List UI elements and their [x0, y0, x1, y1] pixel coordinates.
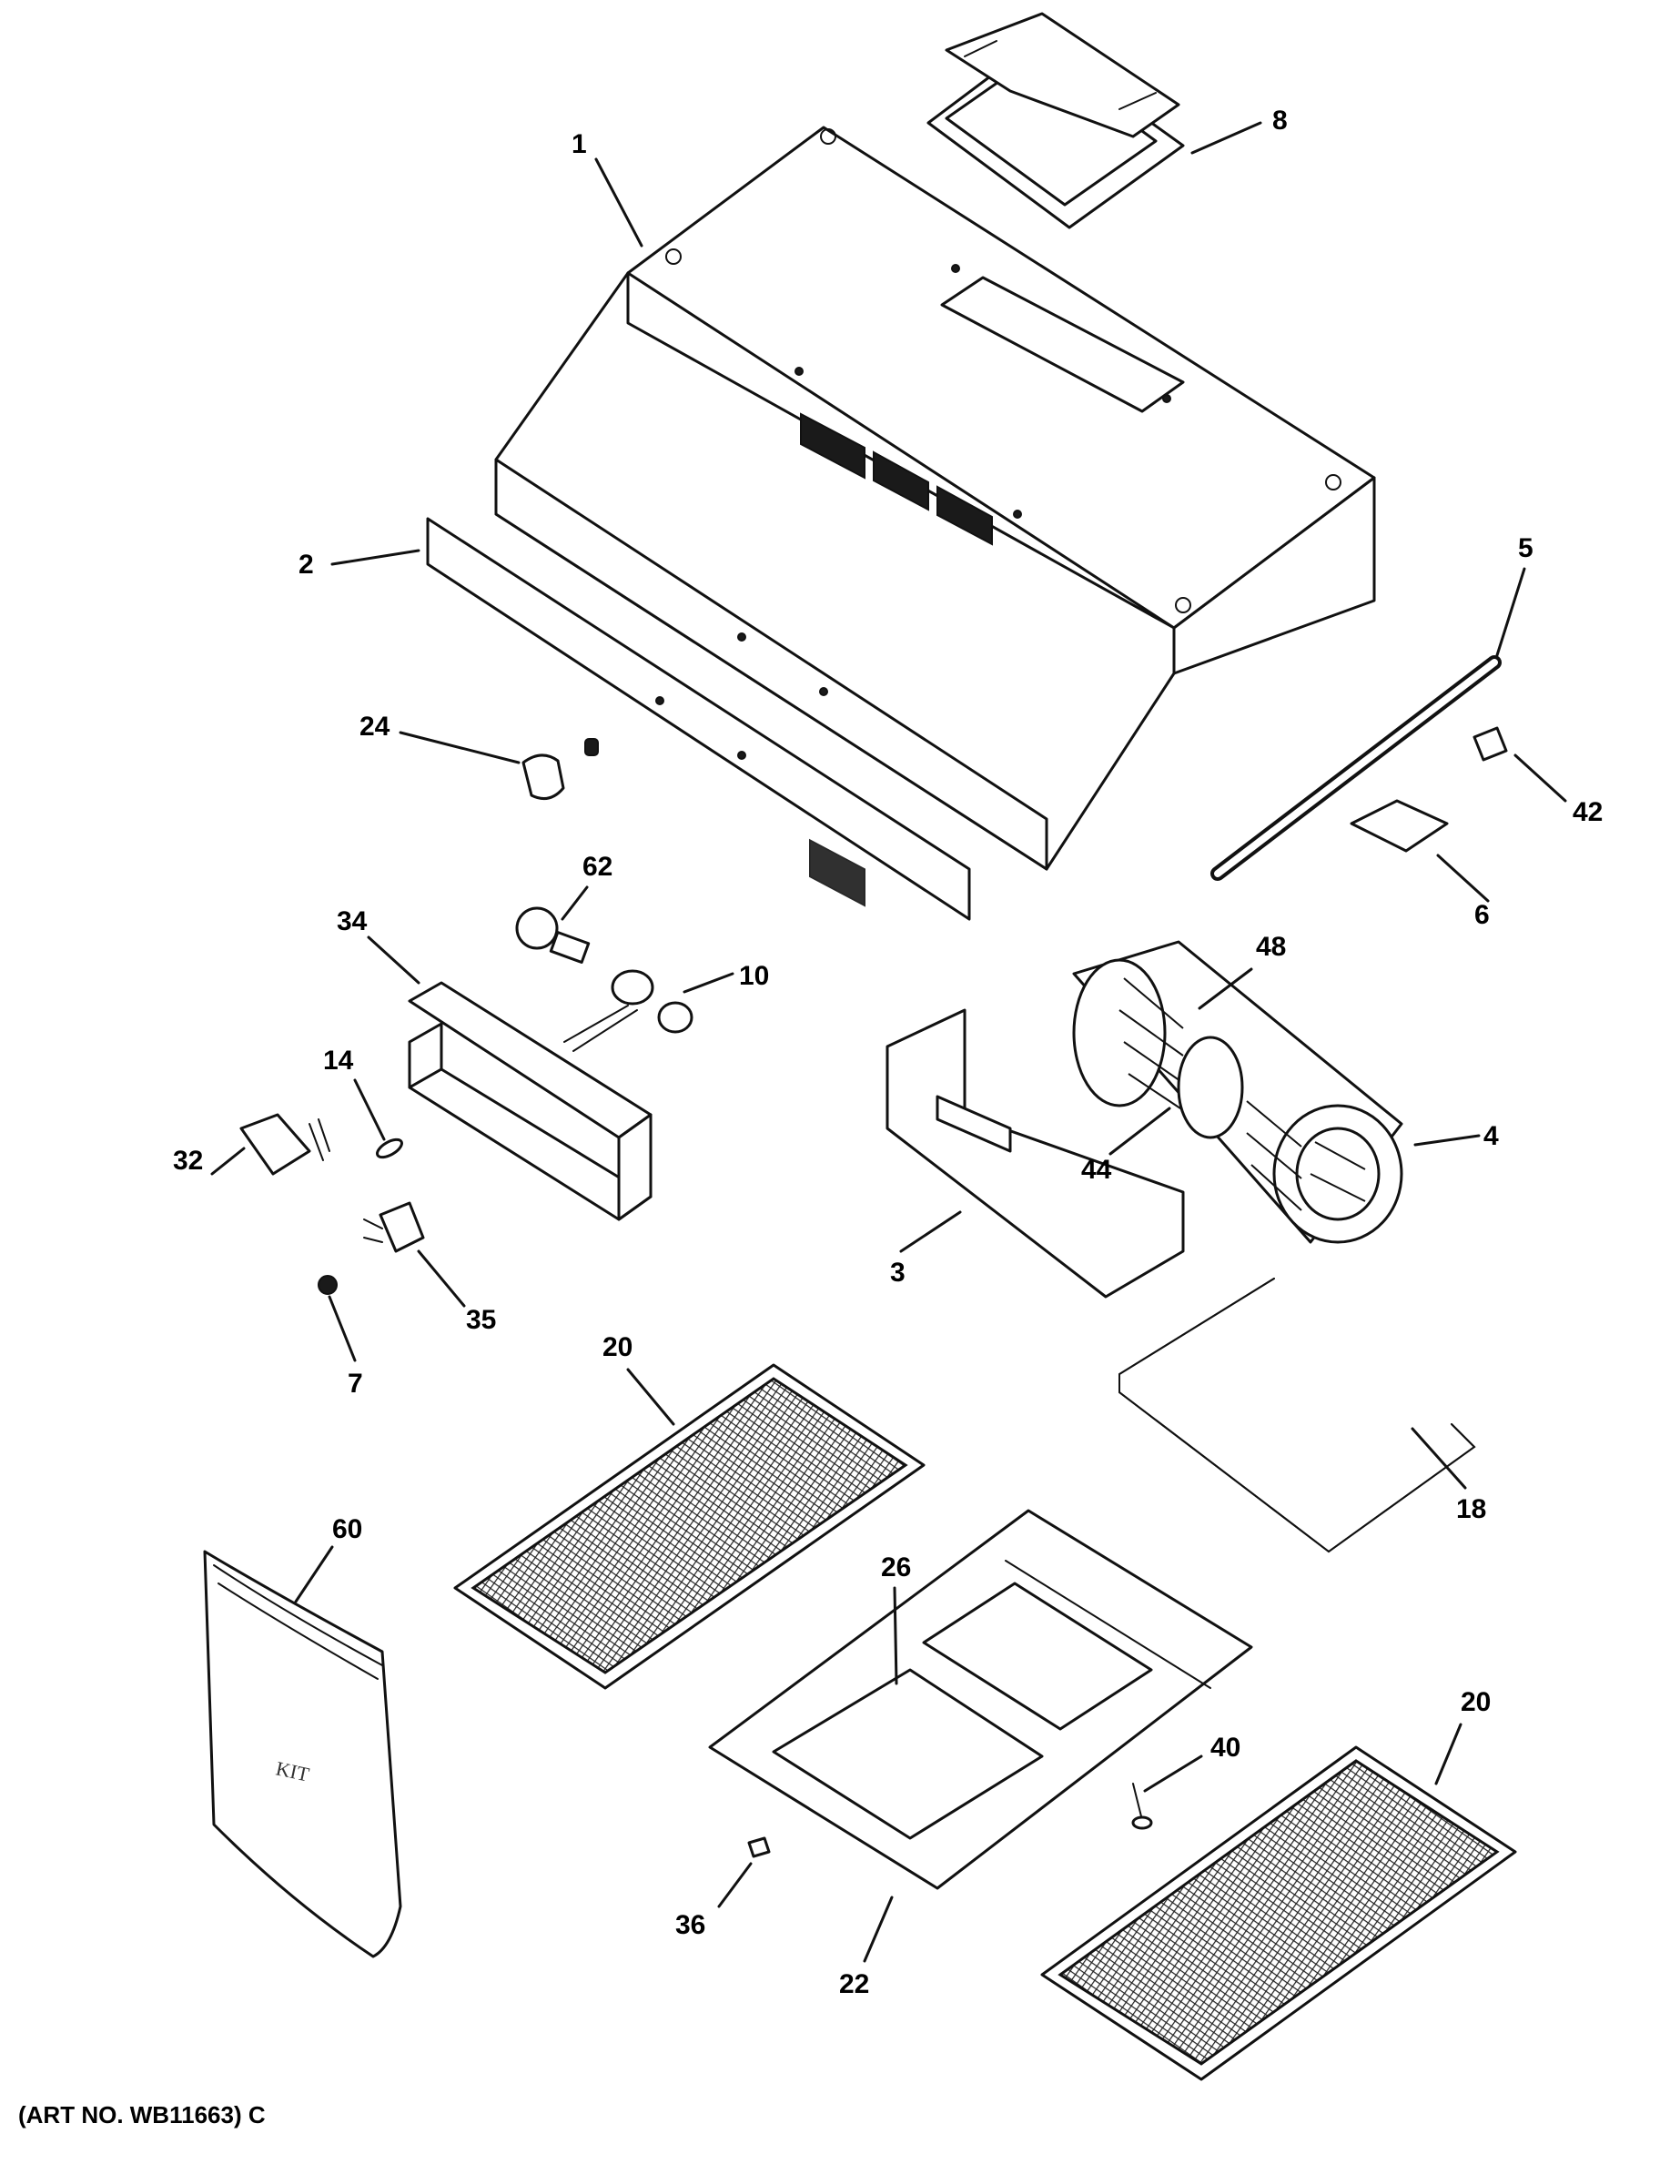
spring-14 — [376, 1138, 403, 1159]
callout-20-upper: 20 — [602, 1332, 633, 1362]
hood-body — [494, 126, 1376, 907]
motor-bracket — [886, 1008, 1185, 1299]
switch-32 — [239, 1113, 330, 1176]
callout-24: 24 — [359, 712, 390, 742]
callout-8: 8 — [1272, 106, 1288, 136]
callout-62: 62 — [582, 852, 612, 882]
callout-42: 42 — [1573, 797, 1603, 827]
wire-rod — [1118, 1278, 1476, 1553]
callout-20-lower: 20 — [1461, 1687, 1491, 1717]
callout-14: 14 — [323, 1046, 354, 1076]
callout-60: 60 — [332, 1514, 362, 1544]
callout-32: 32 — [173, 1146, 203, 1176]
bracket-6 — [1350, 799, 1449, 853]
callout-35: 35 — [466, 1305, 496, 1335]
blower-assembly — [1072, 940, 1403, 1244]
fastener-36 — [747, 1836, 771, 1858]
lamp-socket — [563, 969, 693, 1052]
button-7 — [318, 1275, 338, 1295]
callout-6: 6 — [1474, 900, 1490, 930]
callout-40: 40 — [1210, 1733, 1240, 1763]
callout-22: 22 — [839, 1969, 869, 1999]
art-number: (ART NO. WB11663) C — [18, 2101, 266, 2128]
callout-labels: 1 8 2 5 42 6 24 62 10 34 32 14 35 7 48 4… — [173, 106, 1603, 1999]
switch-35 — [363, 1201, 425, 1253]
callout-48: 48 — [1256, 932, 1286, 962]
callout-26: 26 — [881, 1552, 911, 1582]
screw-40 — [1131, 1783, 1153, 1830]
callout-7: 7 — [348, 1369, 363, 1399]
callout-36: 36 — [675, 1910, 705, 1940]
callout-18: 18 — [1456, 1494, 1486, 1524]
front-trim-panel — [426, 517, 971, 921]
kit-bag: KIT — [203, 1550, 402, 1958]
leader-lines — [210, 121, 1567, 1963]
light-bracket — [408, 981, 653, 1221]
control-knob — [521, 738, 599, 801]
support-rod — [1210, 655, 1502, 881]
clip-42 — [1473, 726, 1508, 762]
callout-1: 1 — [572, 129, 587, 159]
callout-5: 5 — [1518, 533, 1533, 563]
callout-44: 44 — [1081, 1155, 1112, 1185]
light-bulb — [515, 906, 591, 964]
callout-2: 2 — [299, 550, 314, 580]
filter-frame — [708, 1509, 1253, 1890]
callout-34: 34 — [337, 906, 368, 936]
callout-3: 3 — [890, 1258, 906, 1288]
callout-4: 4 — [1483, 1121, 1499, 1151]
grease-filter-lower — [1040, 1745, 1517, 2081]
grease-filter-upper — [453, 1363, 926, 1690]
callout-10: 10 — [739, 961, 769, 991]
damper-assembly — [926, 12, 1185, 229]
